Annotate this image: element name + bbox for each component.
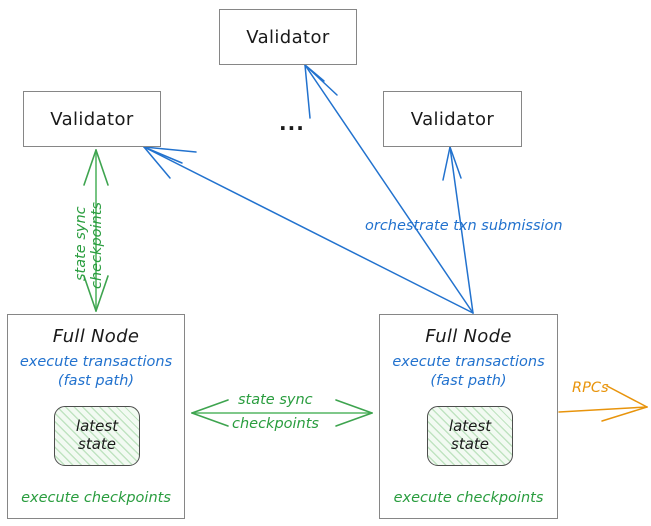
- validator-right-label: Validator: [410, 108, 495, 130]
- validator-right-box[interactable]: Validator: [383, 91, 522, 147]
- fullnode-right-execute-transactions: execute transactions (fast path): [392, 353, 544, 390]
- fullnode-left-latest-state-box: latest state: [54, 406, 140, 466]
- state-sync-horizontal-label-line1: state sync: [238, 392, 313, 408]
- fullnode-left-execute-checkpoints: execute checkpoints: [21, 490, 171, 506]
- fullnode-left-title: Full Node: [52, 326, 140, 347]
- ellipsis-label: ...: [279, 111, 305, 135]
- fullnode-right-exec-line1: execute transactions: [392, 354, 545, 370]
- fullnode-left-execute-transactions: execute transactions (fast path): [20, 353, 172, 390]
- fullnode-right-latest-state-line1: latest: [448, 417, 492, 436]
- state-sync-vertical-label-line2: checkpoints: [89, 202, 105, 289]
- fullnode-right-latest-state-line2: state: [451, 435, 489, 453]
- fullnode-left-latest-state-line2: state: [78, 435, 116, 453]
- fullnode-left-exec-line2: (fast path): [57, 372, 135, 389]
- state-sync-horizontal-label-line2: checkpoints: [232, 416, 319, 432]
- rpcs-label: RPCs: [572, 380, 609, 396]
- fullnode-left-box[interactable]: Full Node execute transactions (fast pat…: [7, 314, 185, 519]
- state-sync-vertical-label-line1: state sync: [73, 206, 89, 281]
- validator-left-box[interactable]: Validator: [23, 91, 161, 147]
- fullnode-left-latest-state-line1: latest: [75, 417, 119, 436]
- fullnode-right-latest-state-box: latest state: [427, 406, 513, 466]
- fullnode-right-box[interactable]: Full Node execute transactions (fast pat…: [379, 314, 558, 519]
- validator-top-label: Validator: [246, 26, 330, 48]
- fullnode-right-title: Full Node: [425, 326, 512, 347]
- orchestrate-txn-submission-label: orchestrate txn submission: [365, 218, 563, 234]
- fullnode-left-exec-line1: execute transactions: [19, 354, 173, 370]
- fullnode-right-execute-checkpoints: execute checkpoints: [393, 490, 544, 506]
- fullnode-right-exec-line2: (fast path): [430, 372, 507, 389]
- validator-left-label: Validator: [50, 108, 134, 130]
- validator-top-box[interactable]: Validator: [219, 9, 357, 65]
